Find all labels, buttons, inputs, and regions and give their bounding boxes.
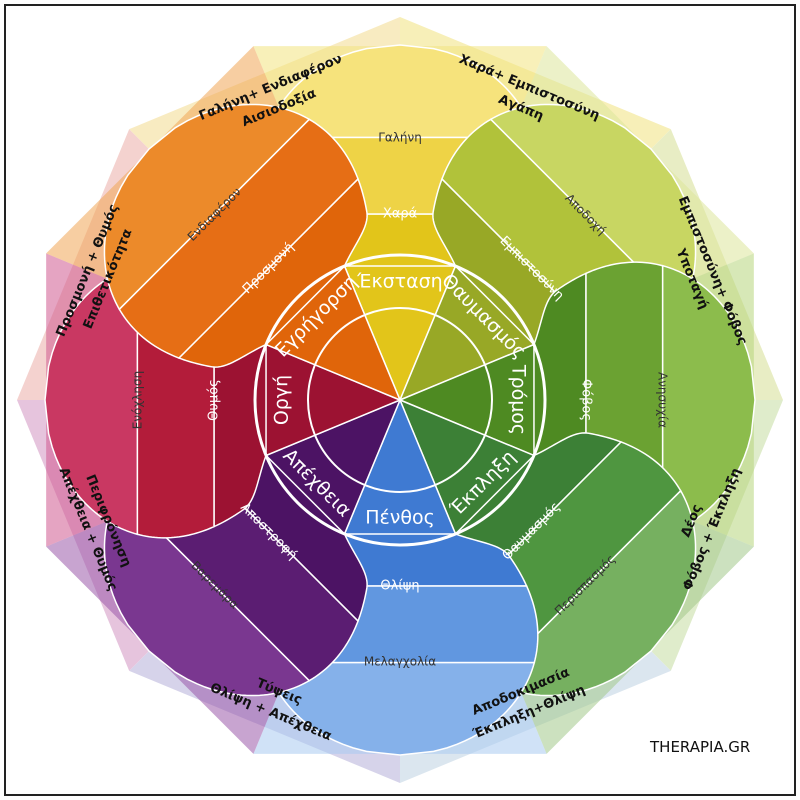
label-fear-outer: Ανησυχία	[656, 372, 670, 428]
label-joy-mid: Χαρά	[383, 207, 417, 222]
petal-band-anticipation-3	[103, 103, 311, 311]
label-fear-mid: Φόβος	[579, 379, 594, 421]
core-circle	[307, 307, 493, 493]
label-sadness-mid: Θλίψη	[380, 579, 419, 594]
inner-circle	[253, 253, 547, 547]
label-joy-outer: Γαλήνη	[378, 131, 422, 145]
label-fear-inner: Τρόμος	[508, 364, 530, 435]
label-anger-mid: Θυμός	[207, 379, 222, 421]
brand-watermark: THERAPIA.GR	[649, 738, 750, 756]
label-sadness-inner: Πένθος	[365, 507, 435, 529]
emotion-petals	[44, 44, 756, 756]
label-joy-inner: Έκσταση	[356, 271, 442, 293]
label-anger-outer: Ενόχληση	[131, 371, 145, 429]
label-anger-inner: Οργή	[271, 375, 293, 425]
label-sadness-outer: Μελαγχολία	[364, 655, 436, 669]
